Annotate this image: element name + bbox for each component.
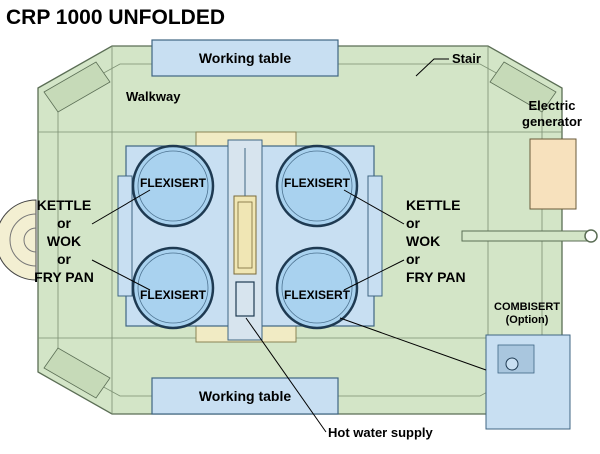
flexisert-label-bottom-left: FLEXISERT: [140, 288, 207, 302]
svg-text:FRY PAN: FRY PAN: [34, 269, 94, 285]
pot-bottom-right: [275, 246, 359, 330]
svg-text:FRY PAN: FRY PAN: [406, 269, 466, 285]
spare-wheel: [0, 199, 37, 281]
svg-text:or: or: [57, 251, 72, 267]
flexisert-label-top-left: FLEXISERT: [140, 176, 207, 190]
combisert-unit: [485, 334, 571, 430]
svg-text:or: or: [57, 215, 72, 231]
pot-top-right-rim: [281, 150, 353, 222]
right-vessel-options: KETTLE or WOK or FRY PAN: [406, 197, 466, 285]
right-leader-lines: [343, 189, 405, 291]
combisert-label-line1: COMBISERT: [494, 301, 560, 313]
svg-text:or: or: [406, 251, 421, 267]
pot-top-left: [131, 144, 215, 228]
tow-bar: [461, 229, 598, 243]
flexisert-label-bottom-right: FLEXISERT: [284, 288, 351, 302]
working-table-bottom-label: Working table: [199, 388, 292, 404]
generator-label-line1: Electric: [529, 98, 576, 113]
left-vessel-options: KETTLE or WOK or FRY PAN: [34, 197, 94, 285]
left-leader-lines: [91, 189, 151, 291]
combisert-leader: [339, 317, 487, 371]
pot-top-right: [275, 144, 359, 228]
walkway-label: Walkway: [126, 89, 181, 104]
svg-text:WOK: WOK: [406, 233, 440, 249]
combisert-label-line2: (Option): [506, 314, 549, 326]
working-table-top: [151, 39, 339, 77]
electric-generator: [529, 138, 577, 210]
stair-leader: [415, 58, 449, 77]
stair-label: Stair: [452, 51, 481, 66]
central-unit: [227, 139, 263, 341]
pot-bottom-left-rim: [137, 252, 209, 324]
svg-text:or: or: [406, 215, 421, 231]
hot-water-supply-label: Hot water supply: [328, 425, 434, 440]
pot-top-left-rim: [137, 150, 209, 222]
svg-text:KETTLE: KETTLE: [37, 197, 91, 213]
diagram-title: CRP 1000 UNFOLDED: [6, 6, 225, 29]
pot-bottom-right-rim: [281, 252, 353, 324]
flexisert-label-top-right: FLEXISERT: [284, 176, 351, 190]
generator-label-line2: generator: [522, 114, 582, 129]
svg-text:WOK: WOK: [47, 233, 81, 249]
pot-bottom-left: [131, 246, 215, 330]
svg-text:KETTLE: KETTLE: [406, 197, 460, 213]
working-table-bottom: [151, 377, 339, 415]
working-table-top-label: Working table: [199, 50, 292, 66]
hot-water-leader: [245, 317, 327, 433]
